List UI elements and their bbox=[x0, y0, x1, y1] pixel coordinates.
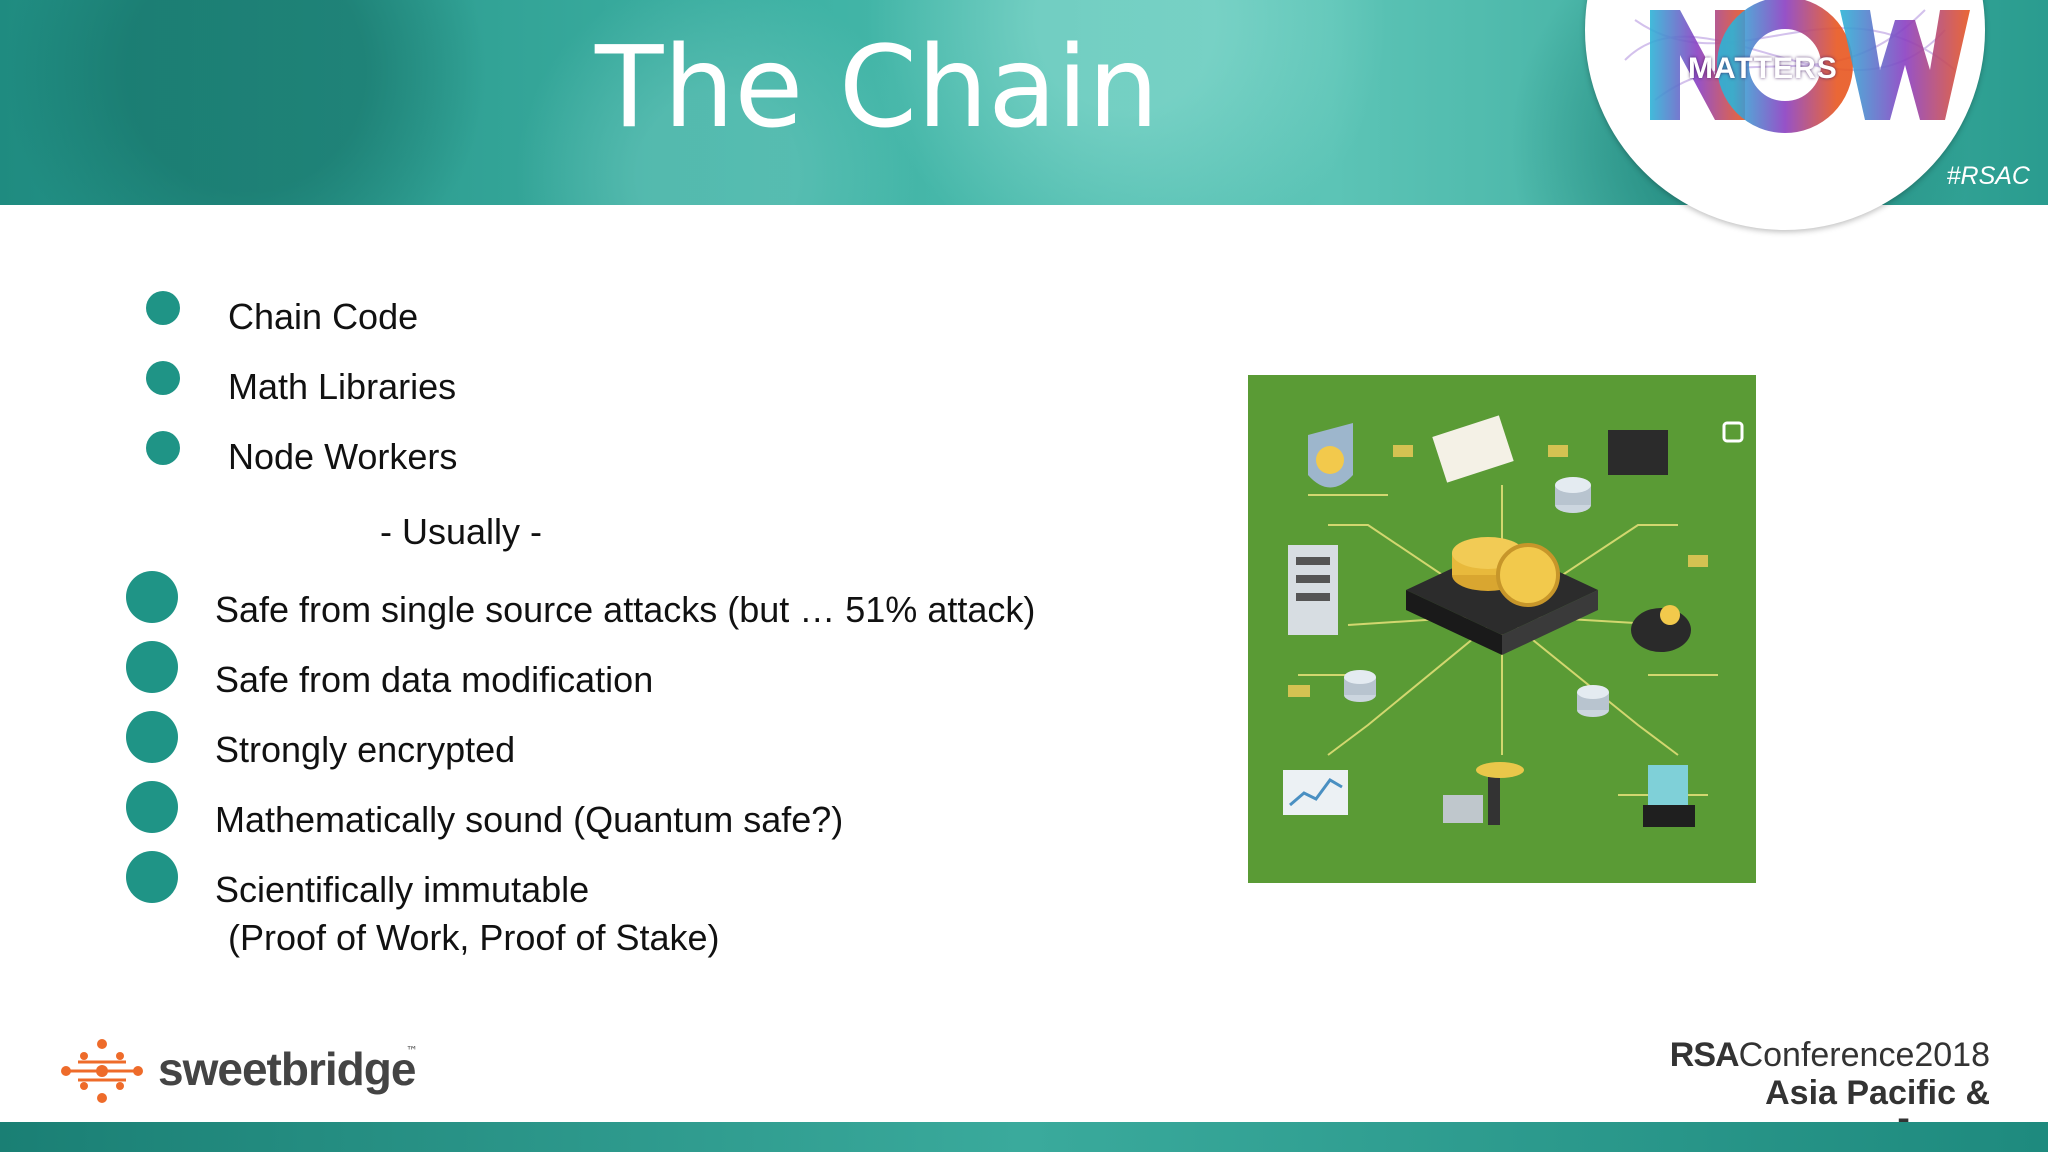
bullet-dot bbox=[146, 361, 180, 395]
list-item: Node Workers bbox=[228, 436, 458, 477]
brand-name: sweetbridge bbox=[158, 1043, 416, 1095]
bullet-dot bbox=[126, 571, 178, 623]
blockchain-illustration-icon bbox=[1248, 375, 1756, 883]
sweetbridge-logo-icon bbox=[61, 1039, 143, 1103]
rsac-matters-now-badge-icon bbox=[1585, 0, 1985, 230]
hashtag: #RSAC bbox=[1946, 162, 2030, 190]
expand-icon bbox=[1722, 421, 1744, 443]
footer-bar bbox=[0, 1122, 2048, 1152]
bullet-dot bbox=[146, 291, 180, 325]
list-item: Safe from data modification bbox=[215, 659, 654, 700]
trademark: ™ bbox=[406, 1044, 418, 1058]
separator-text: - Usually - bbox=[380, 511, 543, 552]
list-item: Scientifically immutable bbox=[215, 869, 590, 910]
list-item: Math Libraries bbox=[228, 366, 457, 407]
bullet-dot bbox=[126, 781, 178, 833]
list-item-continuation: (Proof of Work, Proof of Stake) bbox=[228, 917, 720, 958]
list-item: Strongly encrypted bbox=[215, 729, 516, 770]
badge-text: MATTERS bbox=[1688, 52, 1838, 85]
list-item: Chain Code bbox=[228, 296, 419, 337]
bullet-dot bbox=[126, 711, 178, 763]
bullet-dot bbox=[126, 851, 178, 903]
bullet-dot bbox=[146, 431, 180, 465]
list-item: Safe from single source attacks (but … 5… bbox=[215, 589, 1036, 630]
bullet-dot bbox=[126, 641, 178, 693]
page-title: The Chain bbox=[595, 23, 1159, 153]
list-item: Mathematically sound (Quantum safe?) bbox=[215, 799, 844, 840]
sweetbridge-brand: sweetbridge ™ bbox=[58, 1036, 428, 1106]
conference-brand: RSA bbox=[1669, 1036, 1740, 1074]
conference-name: Conference2018 bbox=[1738, 1036, 1990, 1074]
